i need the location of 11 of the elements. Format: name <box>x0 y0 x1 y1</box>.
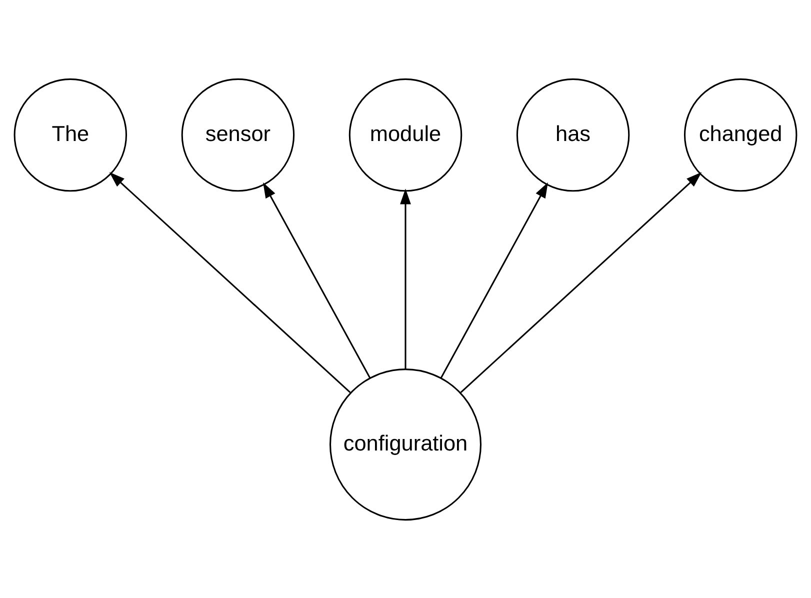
node-circle: changed <box>684 78 798 192</box>
arrow <box>440 182 548 378</box>
node-circle: has <box>516 78 630 192</box>
node-circle: module <box>348 78 462 192</box>
arrow <box>109 172 351 392</box>
node-circle: configuration <box>329 368 482 520</box>
node-circle: sensor <box>181 78 295 192</box>
arrow <box>400 188 411 369</box>
arrow <box>263 182 371 378</box>
arrow <box>460 172 702 392</box>
node-circle: The <box>14 78 128 192</box>
